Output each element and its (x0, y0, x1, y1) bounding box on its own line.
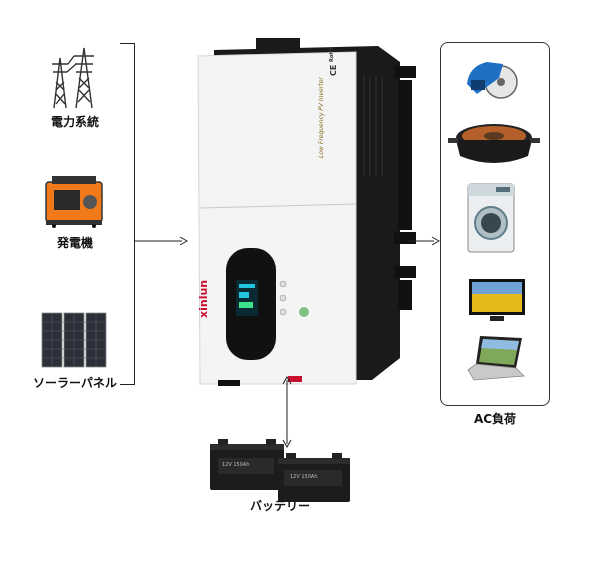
washing-machine-icon (466, 183, 516, 253)
ac-load-label: AC負荷 (473, 412, 517, 426)
power-tower-icon (46, 42, 102, 112)
input-arrow (134, 236, 188, 246)
battery-model-text-back: 12V 150Ah (222, 462, 250, 468)
tile-cutter-icon (463, 54, 523, 104)
brand-logo: xinlun (197, 280, 210, 318)
inverter-side-text: Low Frequency PV Inverter (318, 77, 325, 158)
battery-link-arrow (282, 376, 292, 448)
television-icon (468, 278, 526, 322)
cert-mark-rohs: RoHS (329, 46, 335, 62)
grid-label: 電力系統 (50, 115, 99, 129)
solar-label: ソーラーパネル (33, 376, 117, 390)
inverter (188, 36, 420, 392)
battery-icon (204, 436, 354, 504)
solar-panel-icon (41, 312, 107, 368)
generator-icon (40, 172, 108, 228)
cert-mark-ce: CE (329, 64, 338, 76)
battery-label: バッテリー (249, 499, 310, 513)
laptop-icon (466, 334, 526, 384)
hot-pot-icon (448, 116, 540, 172)
generator-label: 発電機 (56, 236, 93, 250)
battery-model-text-front: 12V 150Ah (290, 474, 318, 480)
output-arrow (408, 236, 440, 246)
brand-text: xinlun (197, 279, 210, 318)
sources-bracket (120, 43, 135, 385)
